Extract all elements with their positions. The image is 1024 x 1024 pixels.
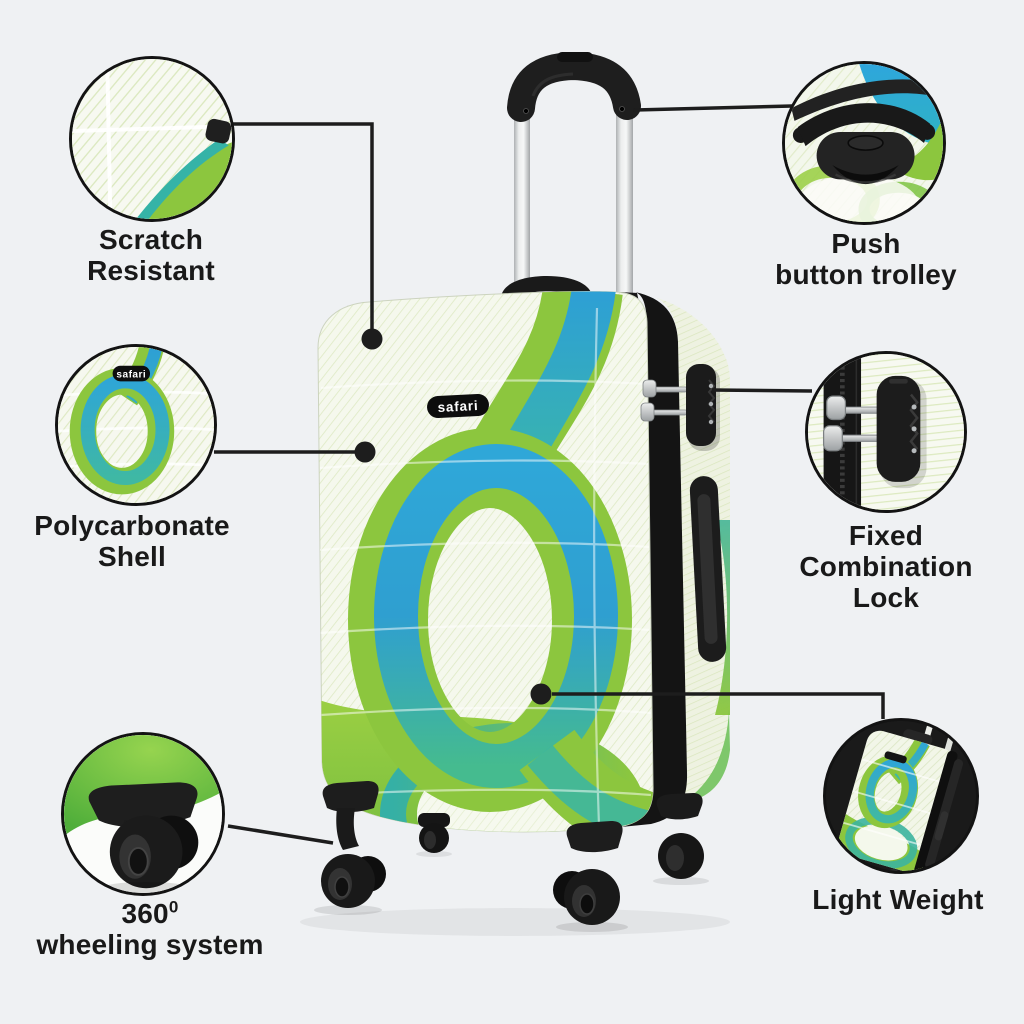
callout-circle-fixed-combination-lock xyxy=(805,351,967,513)
zipper-pull xyxy=(642,379,657,398)
zipper-pulls xyxy=(822,395,881,452)
label-line: Push xyxy=(831,228,901,259)
telescopic-tubes xyxy=(514,106,633,306)
spinner-wheels xyxy=(321,781,704,925)
push-button xyxy=(847,135,884,151)
tube-channel xyxy=(791,79,940,121)
push-button xyxy=(557,52,593,62)
safari-logo-text: safari xyxy=(437,398,479,415)
feature-label-wheeling-system: 3600 wheeling system xyxy=(20,898,280,960)
trolley-handle xyxy=(507,51,641,122)
side-handle xyxy=(689,476,727,662)
feature-label-push-button-trolley: Push button trolley xyxy=(746,228,986,290)
combination-lock-closeup xyxy=(876,375,927,489)
callout-circle-push-button-trolley xyxy=(782,61,946,225)
label-line: wheeling system xyxy=(36,929,264,960)
label-line: Fixed xyxy=(848,520,924,551)
carry-handle xyxy=(792,103,936,147)
label-line: Scratch xyxy=(98,224,204,255)
safari-logo-badge: safari xyxy=(427,393,489,419)
label-line: Resistant xyxy=(87,255,215,286)
degree-superscript: 0 xyxy=(168,897,179,917)
callout-circle-polycarbonate-shell: safari xyxy=(55,344,217,506)
zipper-pull xyxy=(640,402,655,422)
floating-mini-suitcase xyxy=(835,727,964,871)
safari-logo-badge-mini: safari xyxy=(112,365,151,382)
label-line: Combination xyxy=(799,551,973,582)
feature-label-fixed-combination-lock: Fixed Combination Lock xyxy=(766,520,1006,613)
safari-logo-text-mini: safari xyxy=(116,369,146,380)
label-line: 3600 xyxy=(121,897,179,929)
feature-label-polycarbonate-shell: Polycarbonate Shell xyxy=(12,510,252,572)
label-line: Polycarbonate xyxy=(34,510,230,541)
feature-label-scratch-resistant: Scratch Resistant xyxy=(31,224,271,286)
suitcase-product-image: safari xyxy=(300,51,730,936)
combination-lock xyxy=(640,364,720,451)
feature-label-light-weight: Light Weight xyxy=(768,884,1024,915)
callout-circle-light-weight xyxy=(823,718,979,874)
label-line: Shell xyxy=(98,541,166,572)
suitcase-shadow xyxy=(300,851,730,936)
label-line: Light Weight xyxy=(812,884,984,915)
shell-edge-bumper xyxy=(205,118,232,144)
label-line: Lock xyxy=(852,582,920,613)
callout-circle-scratch-resistant xyxy=(69,56,235,222)
callout-circle-wheeling-system xyxy=(61,732,225,896)
trolley-grip xyxy=(816,131,915,185)
label-line: button trolley xyxy=(775,259,957,290)
